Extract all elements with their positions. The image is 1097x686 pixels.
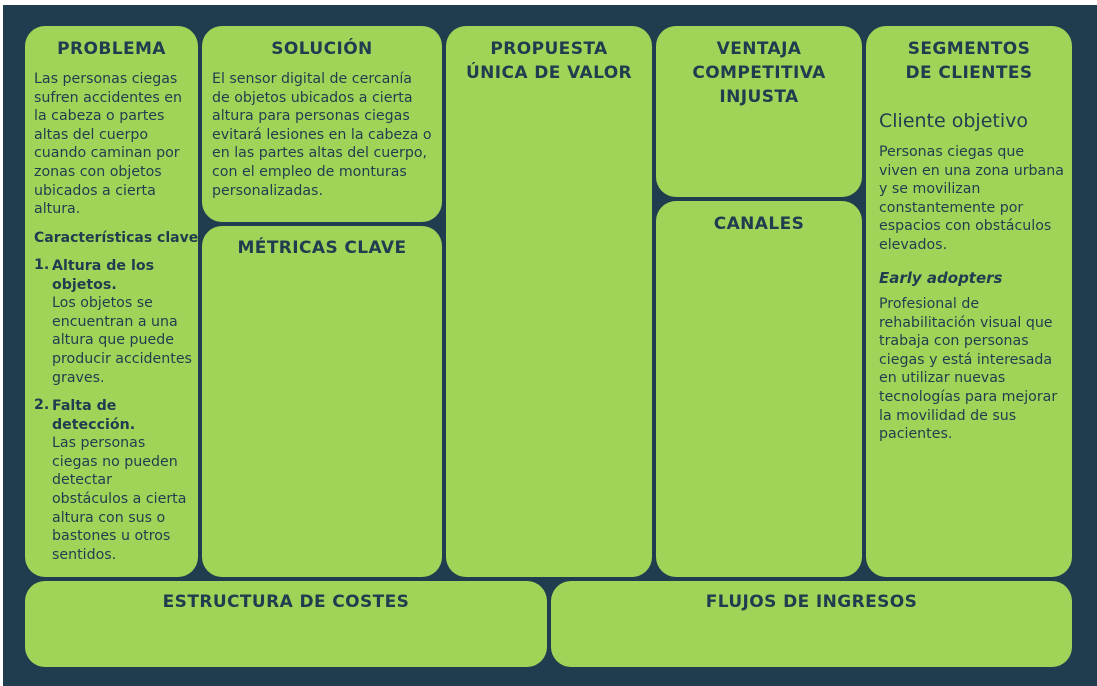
ingresos-title: FLUJOS DE INGRESOS [705, 592, 918, 612]
segmentos-title-line1: SEGMENTOS [907, 39, 1031, 59]
problema-text: Las personas ciegas sufren accidentes en… [34, 71, 183, 218]
canales-title: CANALES [713, 214, 805, 234]
costes-title: ESTRUCTURA DE COSTES [162, 592, 410, 612]
lean-canvas-background: PROBLEMA Las personas ciegas sufren acci… [3, 5, 1097, 686]
ventaja-title-line3: INJUSTA [719, 87, 799, 107]
problema-item-2-heading: Falta de detección. [52, 398, 136, 433]
ventaja-box: VENTAJA COMPETITIVA INJUSTA [656, 26, 862, 197]
canales-box: CANALES [656, 201, 862, 577]
propuesta-title-line1: PROPUESTA [490, 39, 608, 59]
metricas-title: MÉTRICAS CLAVE [237, 238, 407, 258]
costes-box: ESTRUCTURA DE COSTES [25, 581, 547, 667]
problema-item-1-num: 1. [34, 257, 50, 273]
ventaja-title-line2: COMPETITIVA [692, 63, 826, 83]
solucion-text: El sensor digital de cercanía de objetos… [212, 71, 432, 199]
segmentos-early-text: Profesional de rehabilitación visual que… [879, 296, 1058, 443]
solucion-box: SOLUCIÓN El sensor digital de cercanía d… [202, 26, 442, 222]
solucion-title: SOLUCIÓN [271, 39, 373, 59]
problema-item-2-num: 2. [34, 397, 50, 413]
problema-title: PROBLEMA [57, 39, 166, 59]
propuesta-title-line2: ÚNICA DE VALOR [465, 63, 633, 83]
problema-box: PROBLEMA Las personas ciegas sufren acci… [25, 26, 198, 577]
metricas-box: MÉTRICAS CLAVE [202, 226, 442, 577]
propuesta-box: PROPUESTA ÚNICA DE VALOR [446, 26, 652, 577]
segmentos-early-title: Early adopters [879, 269, 1003, 287]
segmentos-title-line2: DE CLIENTES [905, 63, 1033, 83]
segmentos-cliente-text: Personas ciegas que viven en una zona ur… [879, 144, 1064, 253]
segmentos-box: SEGMENTOS DE CLIENTES Cliente objetivo P… [866, 26, 1072, 577]
ventaja-title-line1: VENTAJA [716, 39, 802, 59]
problema-item-2-text: Las personas ciegas no pueden detectar o… [52, 435, 187, 563]
segmentos-cliente-title: Cliente objetivo [879, 110, 1028, 132]
problema-item-1-heading: Altura de los objetos. [52, 258, 155, 293]
problema-item-1-text: Los objetos se encuentran a una altura q… [52, 295, 192, 386]
ingresos-box: FLUJOS DE INGRESOS [551, 581, 1072, 667]
problema-subtitle: Características clave [34, 230, 198, 246]
